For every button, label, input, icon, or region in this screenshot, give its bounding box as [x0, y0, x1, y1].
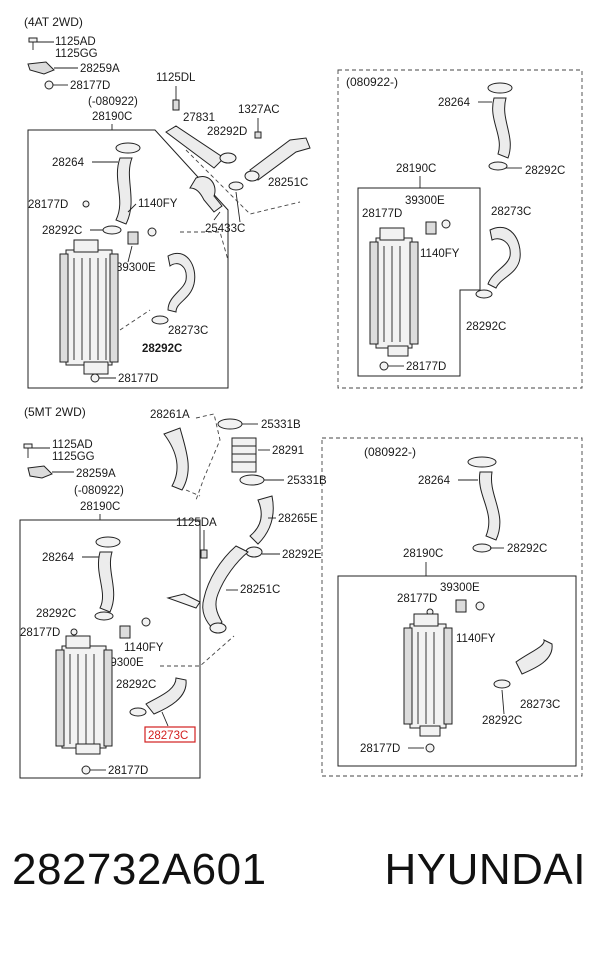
bellows-28291-icon — [231, 437, 257, 473]
inset-bottom-hose-28264-icon — [478, 471, 501, 541]
hose-28264-icon — [115, 157, 133, 225]
hose-25433c-icon — [189, 176, 223, 213]
label-28292c-bottom-left: 28292C — [36, 608, 76, 620]
label-28190c-top: 28190C — [92, 111, 132, 123]
clamp-icon — [115, 142, 141, 154]
hose-28264-bottom-icon — [98, 551, 115, 613]
sensor-39300e-icon — [127, 227, 157, 245]
label-39300e-bottom: 39300E — [104, 657, 144, 669]
label-080922-bottom: (-080922) — [74, 485, 124, 497]
inset-top-hose-28273c-icon — [487, 227, 521, 289]
section-title-5mt: (5MT 2WD) — [24, 405, 86, 419]
inset-bottom-hose-28273c-icon — [515, 639, 553, 675]
label-28177d-bottom-bottom: 28177D — [108, 765, 148, 777]
label-28259a-top: 28259A — [80, 63, 120, 75]
inset-box-top — [337, 69, 583, 389]
inset-top-intercooler-icon — [369, 227, 419, 357]
inset-bottom-label-1140fy: 1140FY — [456, 633, 496, 645]
label-28264-bottom: 28264 — [42, 552, 75, 564]
label-28292c-top-bold: 28292C — [142, 343, 182, 355]
label-27831: 27831 — [183, 112, 215, 124]
label-28264-top: 28264 — [52, 157, 85, 169]
inset-top-label-28177d: 28177D — [362, 208, 402, 220]
label-1125ad-bottom: 1125AD — [52, 439, 93, 451]
bolt-1125ad-icon — [28, 37, 54, 50]
inset-top-label-28177d-bot: 28177D — [406, 361, 446, 373]
label-25331b-top: 25331B — [261, 419, 301, 431]
label-39300e-top: 39300E — [116, 262, 156, 274]
assembly-box-bottom — [19, 519, 201, 779]
label-28177d-top-bottom: 28177D — [118, 373, 158, 385]
label-28265e: 28265E — [278, 513, 318, 525]
inset-bottom-label-39300e: 39300E — [440, 582, 480, 594]
section-title-4at: (4AT 2WD) — [24, 15, 83, 29]
label-1125da: 1125DA — [176, 517, 217, 529]
hose-28273c-bottom-icon — [145, 677, 187, 715]
intercooler-icon — [59, 239, 119, 375]
inset-title-bottom: (080922-) — [364, 445, 416, 459]
inset-top-hose-28264-icon — [492, 97, 511, 159]
pipe-28251c-top-icon — [249, 137, 311, 181]
label-1125gg-bottom: 1125GG — [52, 451, 95, 463]
inset-bottom-label-28292c-b: 28292C — [482, 715, 522, 727]
label-28251c-top: 28251C — [268, 177, 308, 189]
intercooler-bottom-icon — [55, 635, 113, 755]
label-1125gg: 1125GG — [55, 48, 98, 60]
inset-box-bottom — [321, 437, 583, 777]
label-1327ac: 1327AC — [238, 104, 280, 116]
label-28251c-bottom: 28251C — [240, 584, 280, 596]
inset-title-top: (080922-) — [346, 75, 398, 89]
inset-top-label-28190c: 28190C — [396, 163, 436, 175]
inset-top-label-28273c: 28273C — [491, 206, 531, 218]
inset-bottom-intercooler-icon — [403, 613, 453, 737]
label-28292c-bottom-mid: 28292C — [116, 679, 156, 691]
bracket-28259a-icon — [27, 61, 78, 75]
label-28177d-left: 28177D — [28, 199, 68, 211]
part-number: 282732A601 — [12, 845, 267, 894]
inset-top-label-1140fy: 1140FY — [420, 248, 460, 260]
hose-28261a-icon — [163, 427, 189, 491]
label-28177d-top: 28177D — [70, 80, 110, 92]
assembly-box-top — [27, 129, 229, 389]
inset-top-label-28292c-t: 28292C — [525, 165, 565, 177]
inset-bottom-label-28177d: 28177D — [397, 593, 437, 605]
inset-top-label-39300e: 39300E — [405, 195, 445, 207]
hose-28273c-top-icon — [167, 253, 196, 313]
label-28292d: 28292D — [207, 126, 247, 138]
label-1125ad: 1125AD — [55, 36, 96, 48]
label-28259a-bottom: 28259A — [76, 468, 116, 480]
label-25433c: 25433C — [205, 223, 245, 235]
inset-bottom-label-28273c: 28273C — [520, 699, 560, 711]
label-28292e: 28292E — [282, 549, 322, 561]
inset-bottom-label-28264: 28264 — [418, 475, 451, 487]
hose-28265e-icon — [249, 495, 274, 545]
inset-top-label-28292c-b: 28292C — [466, 321, 506, 333]
label-1140fy-bottom: 1140FY — [124, 642, 164, 654]
inset-bottom-label-28177d-bot: 28177D — [360, 743, 400, 755]
inset-top-label-28264: 28264 — [438, 97, 471, 109]
label-28273c-highlighted: 28273C — [148, 730, 188, 742]
label-1125dl: 1125DL — [156, 72, 196, 84]
label-25331b-bottom: 25331B — [287, 475, 327, 487]
bolt-1125ad-bottom-icon — [23, 443, 50, 458]
nut-28177d-icon — [44, 80, 68, 90]
label-28273c-top: 28273C — [168, 325, 208, 337]
footer: 282732A601 HYUNDAI — [0, 845, 600, 925]
label-1140fy-top: 1140FY — [138, 198, 178, 210]
highlight-box — [144, 726, 196, 743]
label-28190c-bottom: 28190C — [80, 501, 120, 513]
label-28261a: 28261A — [150, 409, 190, 421]
inset-bottom-label-28190c: 28190C — [403, 548, 443, 560]
label-080922-top: (-080922) — [88, 96, 138, 108]
label-28291: 28291 — [272, 445, 304, 457]
brand-name: HYUNDAI — [384, 845, 586, 894]
label-28292c-top-left: 28292C — [42, 225, 82, 237]
label-28177d-bottom-left: 28177D — [20, 627, 60, 639]
inset-bottom-label-28292c-t: 28292C — [507, 543, 547, 555]
